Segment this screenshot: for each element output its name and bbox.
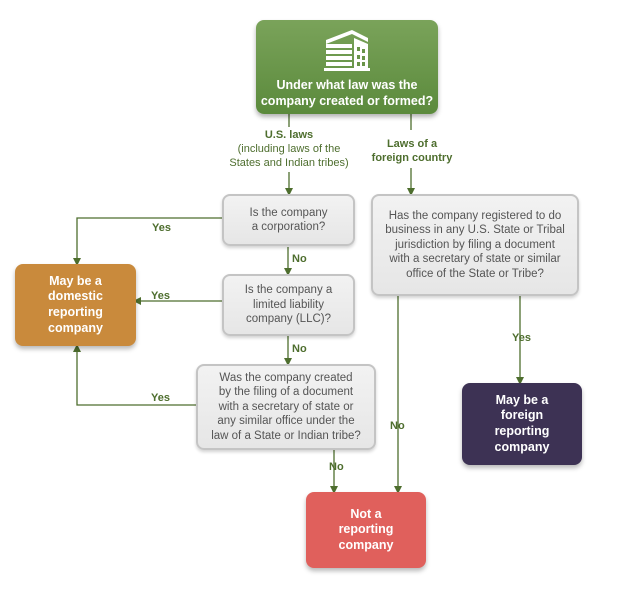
branch-us-laws-label: U.S. laws (including laws of the States …: [229, 129, 349, 169]
building-icon: [324, 30, 370, 71]
edge-label-corporation-yes: Yes: [152, 222, 171, 234]
arrow-filing-yes: [73, 344, 196, 406]
question-llc: Is the company a limited liability compa…: [222, 274, 355, 336]
edge-label-llc-yes: Yes: [151, 290, 170, 302]
edge-label-corporation-no: No: [292, 253, 307, 265]
top-question-text: Under what law was the company created o…: [260, 78, 434, 108]
arrow-corporation-yes: [73, 217, 222, 266]
top-question-box: Under what law was the company created o…: [256, 20, 438, 114]
edge-label-filing-no: No: [329, 461, 344, 473]
result-not-reporting: Not a reporting company: [306, 492, 426, 568]
result-foreign-reporting: May be a foreign reporting company: [462, 383, 582, 465]
question-filing: Was the company created by the filing of…: [196, 364, 376, 450]
edge-label-llc-no: No: [292, 343, 307, 355]
edge-label-registered-yes: Yes: [512, 332, 531, 344]
question-registered: Has the company registered to do busines…: [371, 194, 579, 296]
edge-label-filing-yes: Yes: [151, 392, 170, 404]
edge-label-registered-no: No: [390, 420, 405, 432]
question-corporation: Is the company a corporation?: [222, 194, 355, 246]
result-domestic-reporting: May be a domestic reporting company: [15, 264, 136, 346]
branch-foreign-label: Laws of a foreign country: [371, 138, 453, 164]
